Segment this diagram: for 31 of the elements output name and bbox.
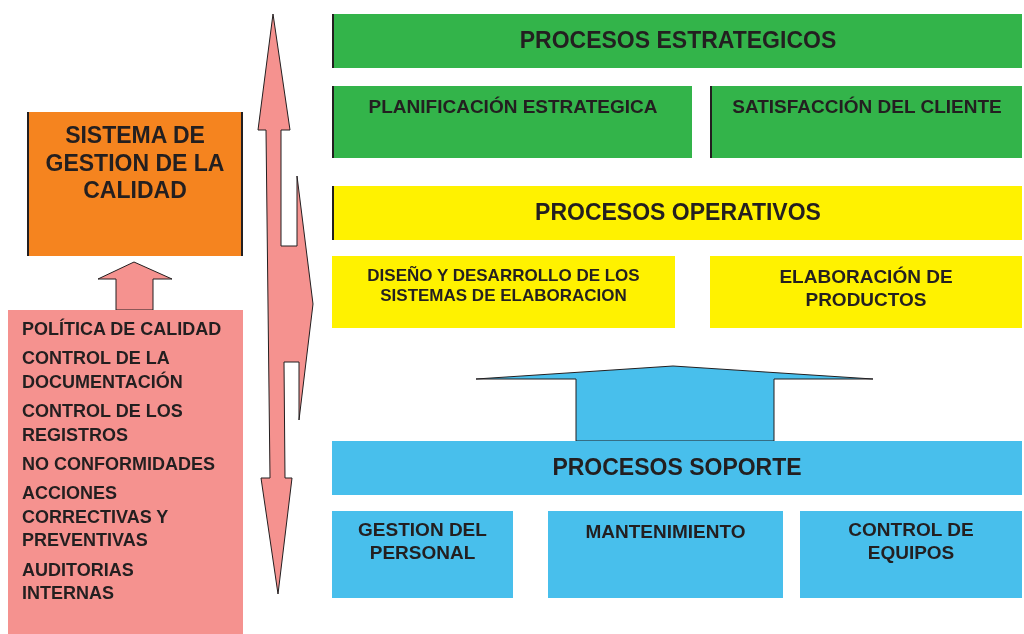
process-box [548,511,783,598]
process-box [332,511,513,598]
process-box [332,441,1022,495]
box-title: ELABORACIÓN DE PRODUCTOS [778,266,954,312]
process-box [332,86,692,158]
block-arrow [475,365,874,442]
process-box [332,14,1022,68]
box-title: DISEÑO Y DESARROLLO DE LOS SISTEMAS DE ELABORACION [366,266,641,307]
box-title: GESTION DEL PERSONAL [357,519,488,565]
list-item: POLÍTICA DE CALIDAD [22,318,222,341]
process-box [332,186,1022,240]
box-title: SISTEMA DE GESTION DE LA CALIDAD [44,122,226,205]
box-title: MANTENIMIENTO [585,521,746,544]
process-box [710,256,1022,328]
process-box [332,256,675,328]
list-item: AUDITORIAS INTERNAS [22,558,135,605]
box-title: PROCESOS OPERATIVOS [535,199,821,227]
box-title: PROCESOS SOPORTE [552,454,802,482]
box-title: PLANIFICACIÓN ESTRATEGICA [368,96,658,119]
box-title: CONTROL DE EQUIPOS [847,519,975,565]
box-title: SATISFACCIÓN DEL CLIENTE [732,96,1002,119]
box-title: PROCESOS ESTRATEGICOS [519,27,837,55]
process-box [800,511,1022,598]
list-box [8,310,243,634]
block-arrow [97,261,173,311]
list-item: NO CONFORMIDADES [22,452,215,476]
process-box [27,112,243,256]
list-item: CONTROL DE LOS REGISTROS [22,400,184,447]
list-item: ACCIONES CORRECTIVAS Y PREVENTIVAS [22,482,170,553]
process-box [710,86,1022,158]
list-item: CONTROL DE LA DOCUMENTACIÓN [22,347,184,394]
